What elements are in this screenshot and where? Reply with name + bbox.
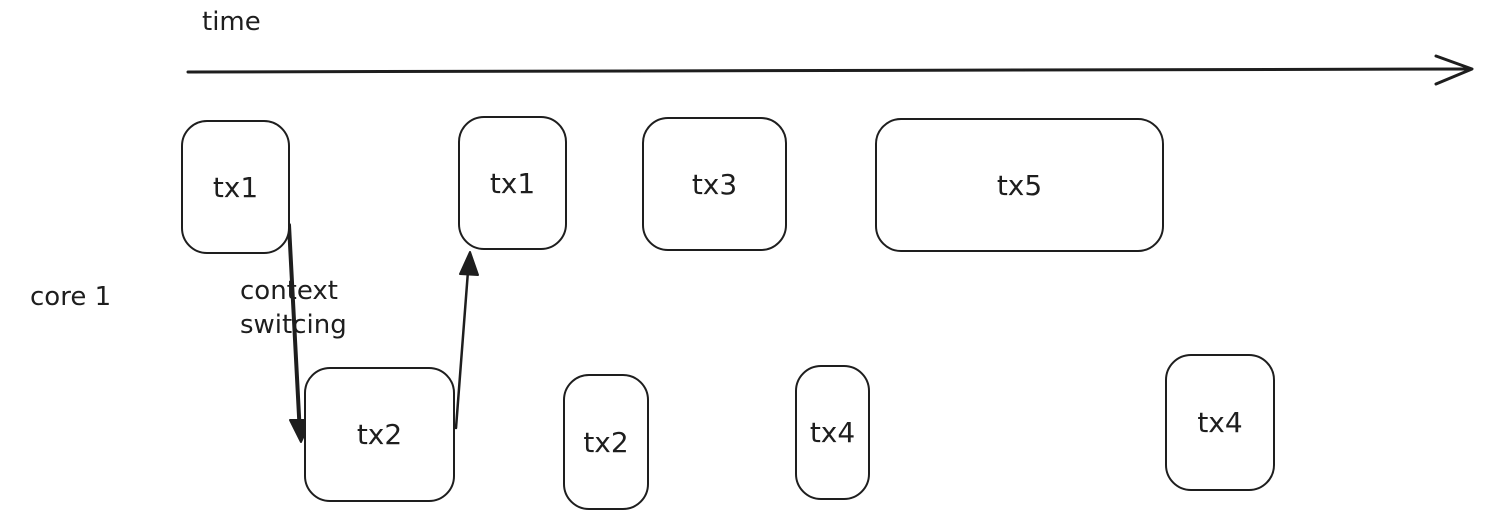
context-switch-arrowhead-up — [459, 251, 479, 276]
tx-box-tx4-first: tx4 — [795, 365, 870, 500]
tx-label: tx3 — [691, 167, 738, 201]
tx-label: tx1 — [212, 170, 259, 204]
tx-box-tx5: tx5 — [875, 118, 1164, 252]
tx-label: tx2 — [356, 418, 403, 451]
tx-box-tx3: tx3 — [642, 117, 787, 251]
tx-box-tx4-second: tx4 — [1165, 354, 1275, 491]
core-label: core 1 — [30, 282, 112, 312]
tx-label: tx2 — [583, 425, 629, 459]
time-axis-line — [186, 67, 1472, 74]
context-label-line2: switcing — [240, 310, 347, 340]
tx-box-tx1-second: tx1 — [458, 116, 567, 250]
time-axis-arrowhead — [1434, 54, 1474, 86]
tx-box-tx2-first: tx2 — [304, 367, 455, 502]
tx-label: tx4 — [1197, 406, 1243, 439]
tx-label: tx1 — [489, 166, 536, 200]
tx-label: tx4 — [809, 416, 856, 449]
tx-box-tx1-first: tx1 — [181, 120, 290, 254]
context-label-line1: context — [240, 276, 338, 306]
tx-label: tx5 — [996, 168, 1043, 202]
time-axis-label: time — [202, 7, 261, 37]
context-switch-arrow-down — [287, 223, 302, 437]
tx-box-tx2-second: tx2 — [563, 374, 649, 510]
context-switching-label: context switcing — [240, 274, 347, 342]
context-switch-arrow-up — [454, 256, 471, 430]
